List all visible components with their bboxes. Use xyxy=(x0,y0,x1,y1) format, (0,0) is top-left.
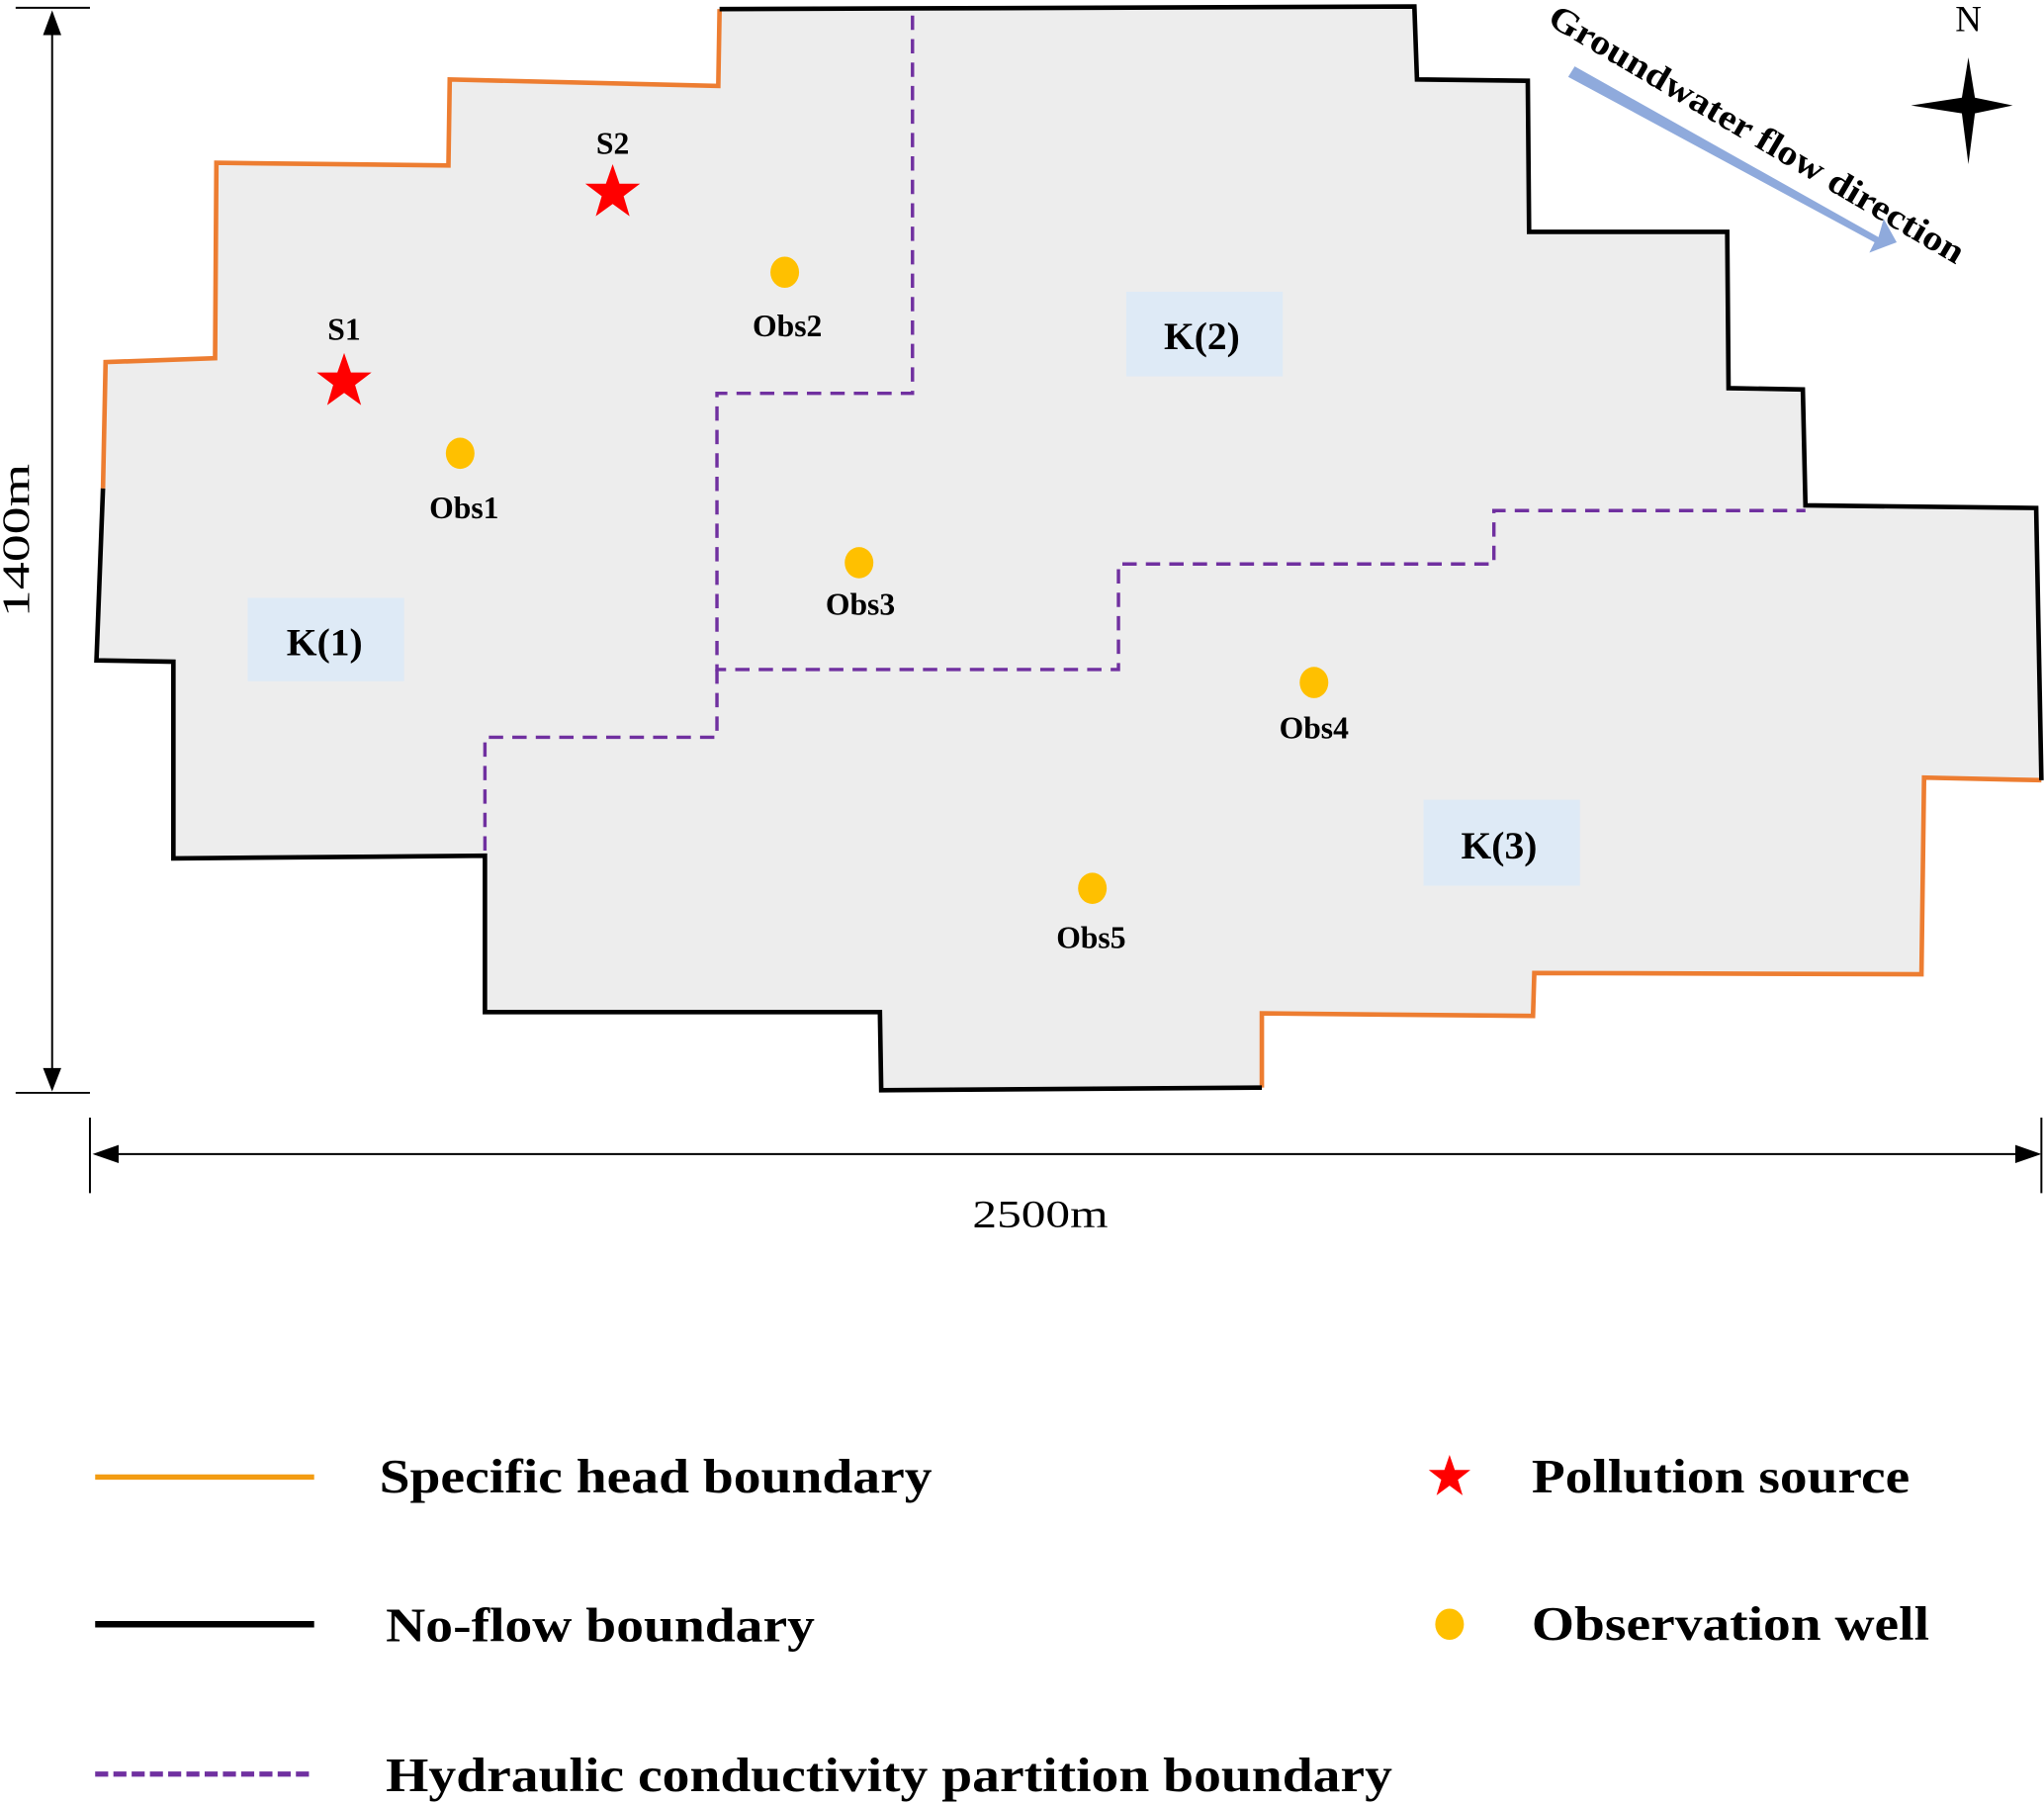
legend: Specific head boundary No-flow boundary … xyxy=(95,1450,1929,1802)
partition-boundary-upper xyxy=(715,15,1806,672)
legend-label: No-flow boundary xyxy=(386,1598,815,1652)
specific-head-boundary-se xyxy=(1259,774,2042,1088)
legend-item-observation-well: Observation well xyxy=(1435,1597,1929,1651)
observation-well-label: Obs1 xyxy=(429,491,498,525)
well-dot-icon xyxy=(1299,667,1329,698)
star-icon xyxy=(1428,1455,1470,1495)
arrowhead-down-icon xyxy=(43,1067,61,1092)
width-label: 2500m xyxy=(972,1193,1108,1236)
legend-label: Hydraulic conductivity partition boundar… xyxy=(386,1749,1392,1802)
no-flow-boundary-sw xyxy=(94,488,1263,1093)
compass-rose-icon xyxy=(1911,56,2013,164)
legend-item-pollution-source: Pollution source xyxy=(1428,1450,1910,1503)
observation-well-label: Obs4 xyxy=(1280,711,1350,746)
pollution-source-s1: S1 xyxy=(316,313,372,406)
star-icon xyxy=(584,163,641,217)
width-dimension: 2500m xyxy=(88,1117,2043,1236)
legend-label: Observation well xyxy=(1532,1597,1929,1651)
north-label: N xyxy=(1955,0,1982,40)
legend-item-partition: Hydraulic conductivity partition boundar… xyxy=(95,1749,1392,1802)
observation-well-obs5: Obs5 xyxy=(1056,872,1126,955)
observation-well-obs3: Obs3 xyxy=(826,547,895,622)
zone-k3-box xyxy=(1423,799,1580,886)
zone-label-k1: K(1) xyxy=(287,620,363,664)
observation-well-obs2: Obs2 xyxy=(753,256,822,343)
observation-well-obs1: Obs1 xyxy=(429,437,498,525)
pollution-source-s2: S2 xyxy=(584,126,641,217)
zone-k2-box xyxy=(1125,292,1284,377)
arrowhead-right-icon xyxy=(2014,1144,2042,1164)
pollution-source-label: S1 xyxy=(327,313,360,347)
observation-well-label: Obs5 xyxy=(1056,921,1125,955)
zone-label-k3: K(3) xyxy=(1462,824,1538,867)
well-dot-icon xyxy=(1435,1608,1465,1641)
observation-well-label: Obs3 xyxy=(826,587,895,622)
star-icon xyxy=(316,352,372,406)
north-compass: N xyxy=(1911,0,2013,164)
no-flow-boundary-ne xyxy=(719,4,2044,780)
legend-item-specific-head: Specific head boundary xyxy=(95,1450,933,1503)
arrowhead-left-icon xyxy=(92,1144,119,1164)
specific-head-boundary-nw xyxy=(100,9,722,489)
observation-well-label: Obs2 xyxy=(753,309,822,343)
well-dot-icon xyxy=(1078,872,1108,904)
legend-label: Pollution source xyxy=(1532,1450,1910,1503)
legend-label: Specific head boundary xyxy=(380,1450,933,1503)
legend-item-no-flow: No-flow boundary xyxy=(95,1598,815,1652)
height-dimension: 1400m xyxy=(0,6,90,1094)
well-dot-icon xyxy=(844,547,874,579)
zone-label-k2: K(2) xyxy=(1164,315,1240,358)
zone-k1-box xyxy=(247,597,404,681)
flow-arrow-icon xyxy=(1567,66,1898,253)
partition-boundary-lower xyxy=(483,669,719,857)
well-dot-icon xyxy=(445,437,475,470)
well-dot-icon xyxy=(770,256,800,289)
arrowhead-up-icon xyxy=(43,10,61,36)
pollution-source-label: S2 xyxy=(596,126,629,160)
observation-well-obs4: Obs4 xyxy=(1280,667,1350,746)
height-label: 1400m xyxy=(0,463,38,617)
